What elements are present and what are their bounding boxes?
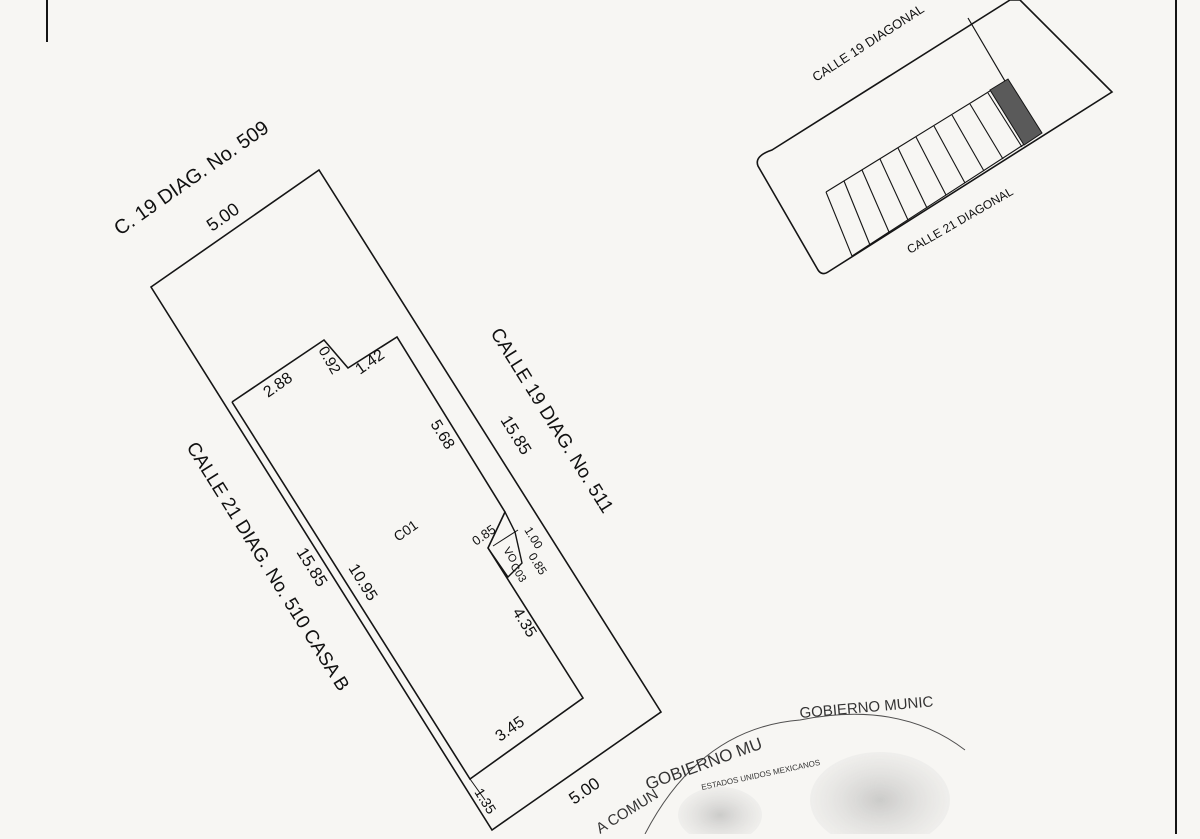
dim-notch-depth: 0.92	[315, 344, 344, 378]
small-area-box	[487, 511, 523, 579]
small-dim-top: 0.85	[469, 522, 498, 549]
official-seal: GOBIERNO MU GOBIERNO MUNIC A COMUN ESTAD…	[593, 693, 966, 839]
dim-lower-left-side: 10.95	[345, 561, 381, 604]
small-dim-right-upper: 1.00	[521, 524, 545, 552]
lots-row	[825, 85, 1041, 257]
rear-offset-line	[469, 778, 486, 801]
seal-emblem-left	[678, 787, 762, 839]
seal-emblem	[810, 752, 950, 839]
map-top-street-label: CALLE 19 DIAGONAL	[809, 1, 926, 84]
seal-text-c: A COMUN	[593, 786, 661, 834]
seal-text-b: GOBIERNO MUNIC	[799, 693, 934, 722]
dim-top-right: 1.42	[353, 346, 388, 378]
right-side-length: 15.85	[497, 412, 536, 458]
small-label-c03: C03	[507, 561, 528, 584]
back-width-label: 5.00	[565, 774, 603, 809]
lot-boundary	[149, 168, 663, 832]
small-dim-right-lower: 0.85	[525, 550, 549, 578]
seal-arc	[644, 713, 966, 835]
lot-plan: C. 19 DIAG. No. 509 5.00 CALLE 19 DIAG. …	[110, 117, 663, 832]
highlighted-lot	[989, 78, 1043, 146]
small-area-divider	[492, 529, 519, 547]
block-outline	[756, 0, 1114, 275]
dim-lower-right-side: 4.35	[509, 605, 540, 641]
dim-upper-right-side: 5.68	[427, 417, 458, 453]
front-width-label: 5.00	[203, 199, 243, 235]
front-street-label: C. 19 DIAG. No. 509	[110, 117, 273, 240]
back-offset-label: 1.35	[471, 785, 499, 817]
dim-top-left: 2.88	[261, 369, 296, 401]
area-label-c01: C01	[391, 516, 421, 544]
location-map: CALLE 19 DIAGONAL CALLE 21 DIAGONAL	[756, 0, 1114, 275]
